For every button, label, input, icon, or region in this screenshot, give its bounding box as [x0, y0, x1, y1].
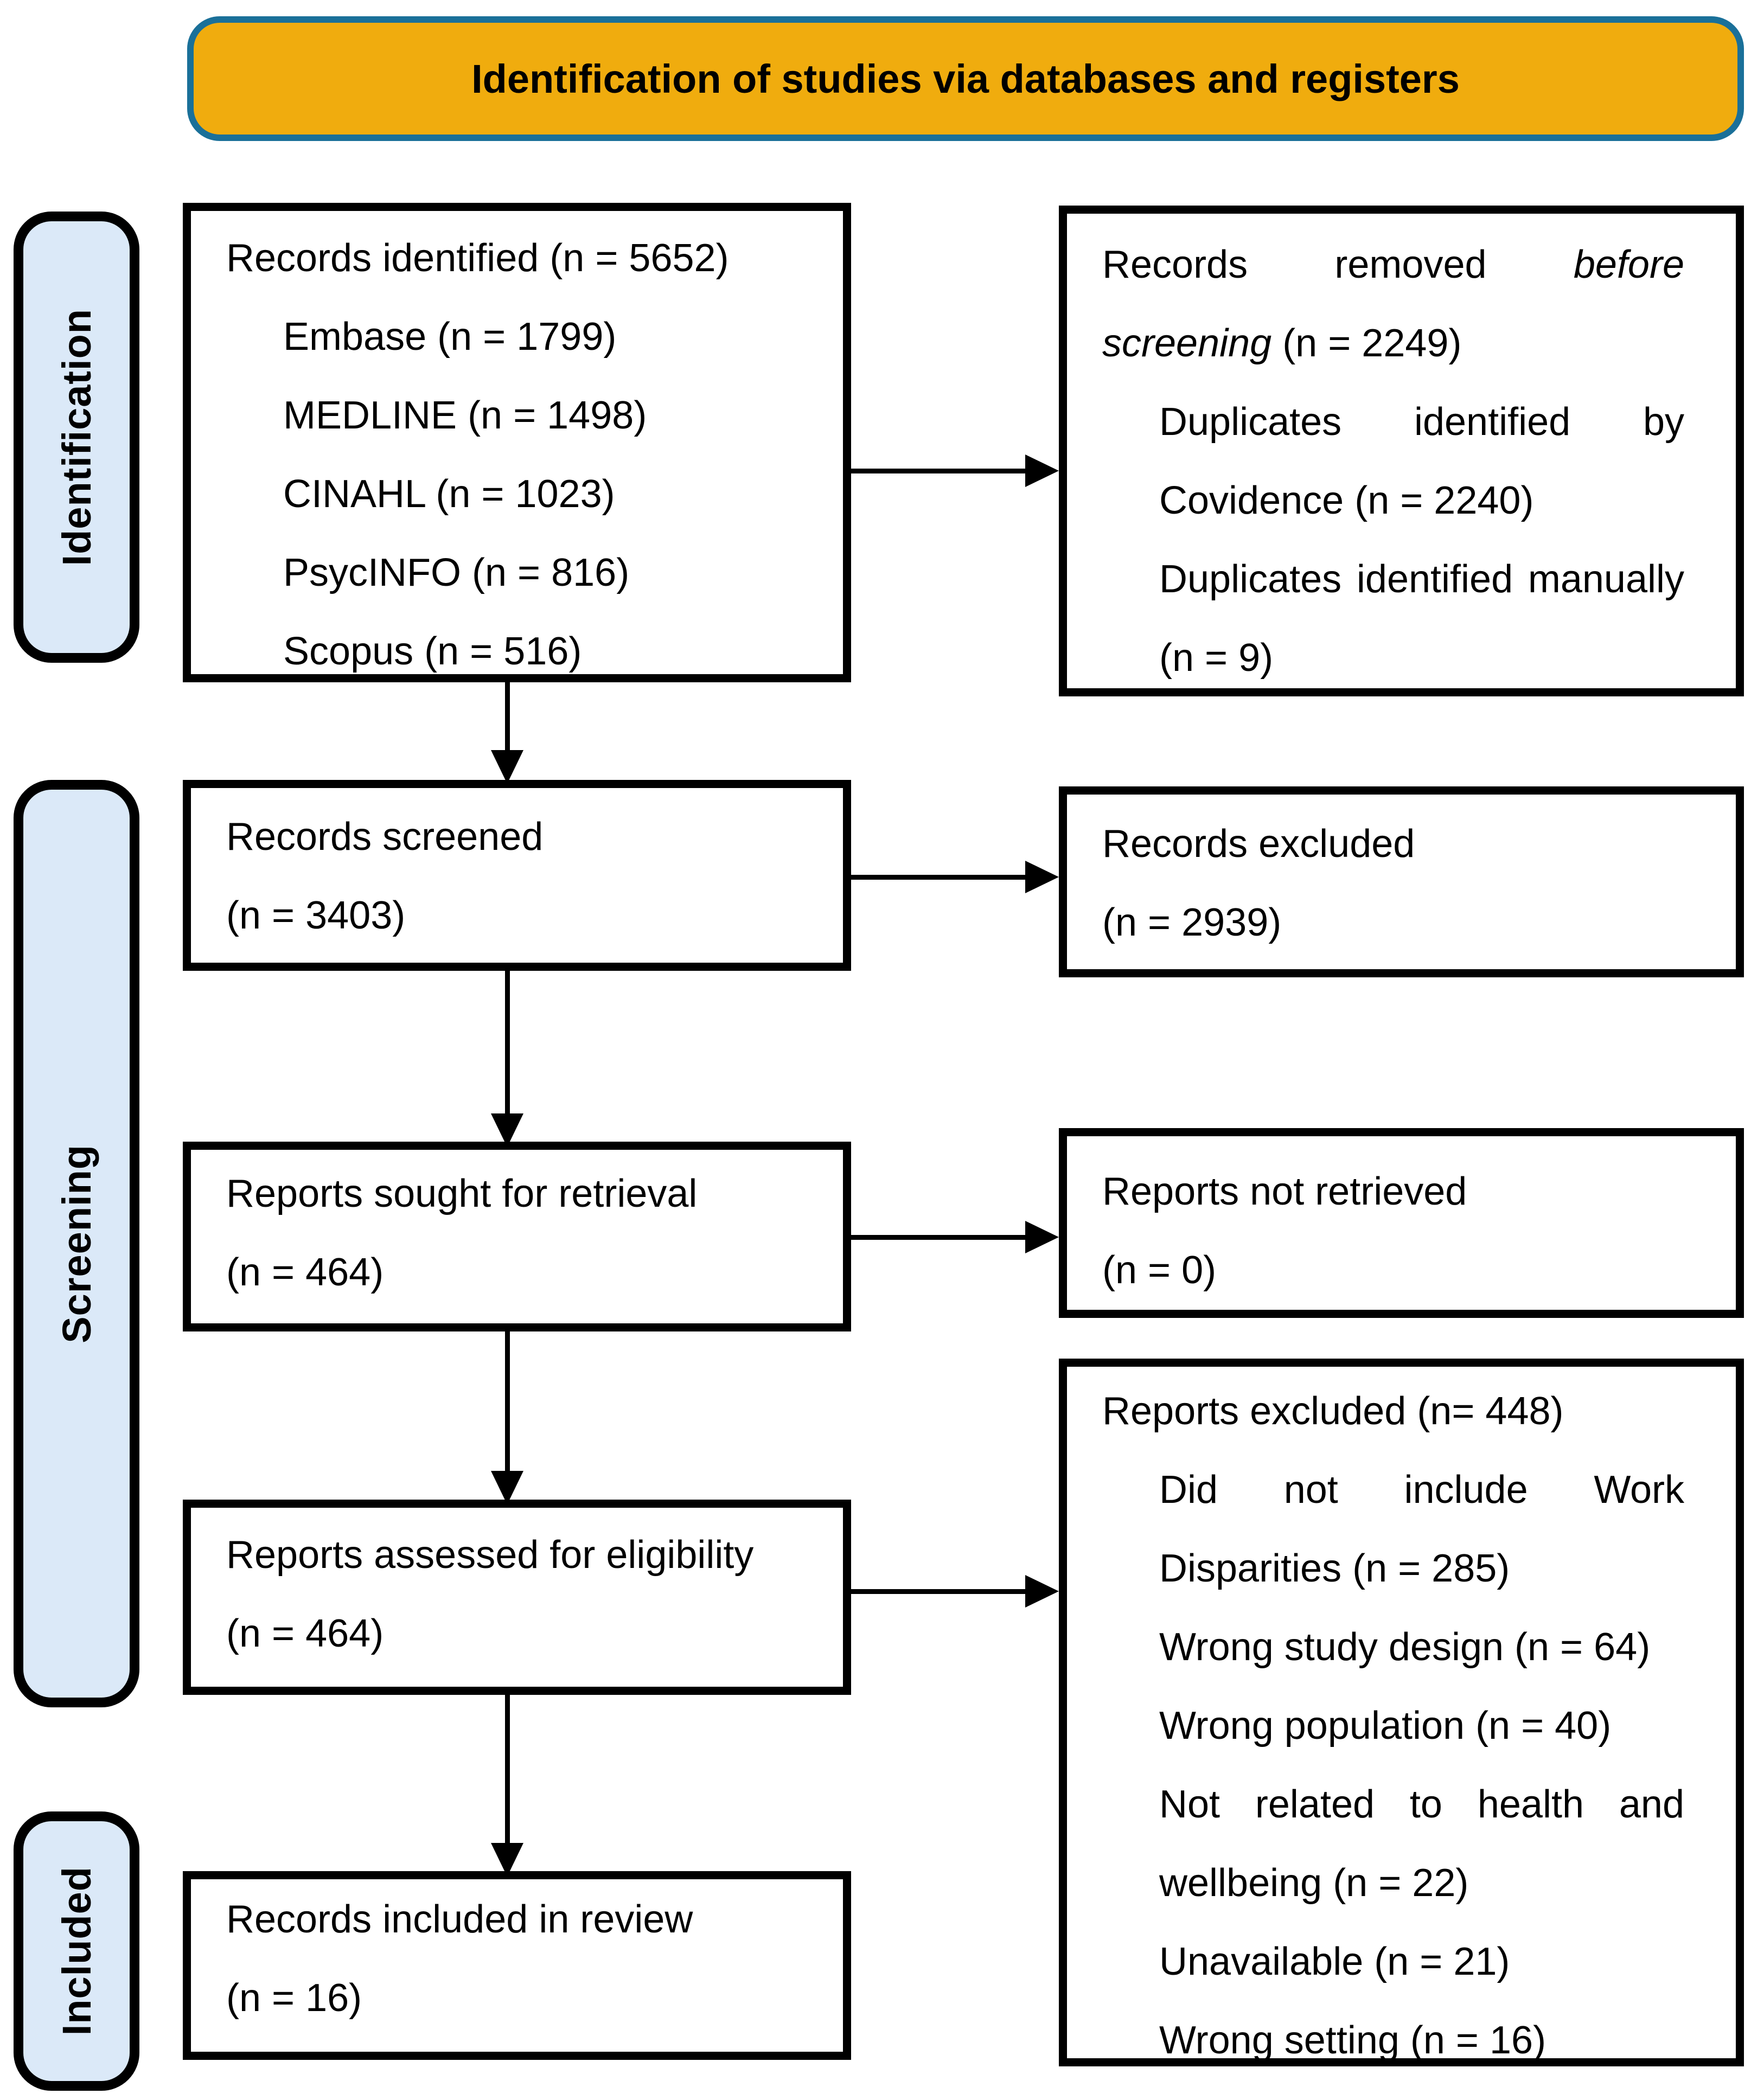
source-cinahl: CINAHL (n = 1023): [283, 472, 615, 516]
exclusion-reason-setting: Wrong setting (n = 16): [1159, 2019, 1546, 2062]
records-removed-title: Records removed before screening (n = 22…: [1102, 226, 1684, 383]
box-records-screened: Records screened (n = 3403): [183, 780, 851, 971]
box-reports-sought: Reports sought for retrieval (n = 464): [183, 1142, 851, 1331]
arrow-sought-to-not-retrieved-head-icon: [1025, 1221, 1059, 1253]
header-title: Identification of studies via databases …: [471, 56, 1460, 101]
box-records-excluded: Records excluded (n = 2939): [1059, 786, 1744, 977]
removed-reason-covidence: Duplicates identified by Covidence (n = …: [1159, 400, 1684, 522]
exclusion-reason-health-wellbeing: Not related to health and wellbeing (n =…: [1159, 1783, 1684, 1905]
box-reports-excluded: Reports excluded (n= 448) Did not includ…: [1059, 1359, 1744, 2066]
exclusion-reason-study-design: Wrong study design (n = 64): [1159, 1625, 1651, 1669]
reports-sought-title: Reports sought for retrieval: [226, 1172, 698, 1215]
arrow-identified-to-removed-line: [851, 469, 1028, 473]
source-embase: Embase (n = 1799): [283, 315, 617, 358]
stage-label-included-text: Included: [54, 1866, 99, 2036]
arrow-sought-to-assessed-line: [505, 1327, 510, 1476]
arrow-screened-to-excluded-line: [851, 875, 1028, 880]
source-psycinfo: PsycINFO (n = 816): [283, 551, 630, 594]
records-removed-emphasis: before screening: [1102, 243, 1684, 365]
reports-assessed-title: Reports assessed for eligibility: [226, 1533, 754, 1577]
box-records-identified: Records identified (n = 5652) Embase (n …: [183, 203, 851, 682]
records-identified-title: Records identified (n = 5652): [226, 236, 729, 280]
reports-sought-count: (n = 464): [226, 1251, 384, 1294]
arrow-identified-to-removed-head-icon: [1025, 454, 1059, 487]
records-excluded-count: (n = 2939): [1102, 901, 1282, 944]
box-records-removed-before-screening: Records removed before screening (n = 22…: [1059, 206, 1744, 696]
records-removed-count: (n = 2249): [1282, 322, 1462, 365]
arrow-sought-to-not-retrieved-line: [851, 1235, 1028, 1240]
stage-label-screening-text: Screening: [54, 1144, 99, 1343]
stage-label-identification: Identification: [14, 212, 139, 663]
records-included-count: (n = 16): [226, 1976, 362, 2020]
exclusion-reason-population: Wrong population (n = 40): [1159, 1704, 1612, 1747]
stage-label-included: Included: [14, 1811, 139, 2091]
source-medline: MEDLINE (n = 1498): [283, 394, 647, 437]
reports-excluded-title: Reports excluded (n= 448): [1102, 1390, 1564, 1433]
arrow-identified-to-screened-head-icon: [491, 750, 523, 784]
arrow-sought-to-assessed-head-icon: [491, 1471, 523, 1504]
box-reports-assessed: Reports assessed for eligibility (n = 46…: [183, 1500, 851, 1695]
records-screened-count: (n = 3403): [226, 894, 406, 937]
arrow-identified-to-screened-line: [505, 679, 510, 755]
exclusion-reason-unavailable: Unavailable (n = 21): [1159, 1940, 1510, 1983]
arrow-assessed-to-included-head-icon: [491, 1843, 523, 1877]
box-records-included: Records included in review (n = 16): [183, 1871, 851, 2060]
reports-assessed-count: (n = 464): [226, 1612, 384, 1655]
source-scopus: Scopus (n = 516): [283, 630, 582, 673]
records-excluded-title: Records excluded: [1102, 822, 1415, 866]
arrow-screened-to-sought-head-icon: [491, 1113, 523, 1147]
arrow-screened-to-sought-line: [505, 966, 510, 1118]
arrow-assessed-to-included-line: [505, 1691, 510, 1848]
records-included-title: Records included in review: [226, 1898, 693, 1941]
records-screened-title: Records screened: [226, 815, 544, 859]
removed-reason-manual: Duplicates identified manually (n = 9): [1159, 558, 1684, 680]
exclusion-reason-work-disparities: Did not include Work Disparities (n = 28…: [1159, 1468, 1684, 1590]
arrow-screened-to-excluded-head-icon: [1025, 861, 1059, 893]
arrow-assessed-to-excluded-line: [851, 1589, 1028, 1594]
header-banner: Identification of studies via databases …: [187, 16, 1744, 141]
reports-not-retrieved-count: (n = 0): [1102, 1249, 1217, 1292]
records-removed-prefix: Records removed: [1102, 243, 1487, 286]
arrow-assessed-to-excluded-head-icon: [1025, 1575, 1059, 1608]
reports-not-retrieved-title: Reports not retrieved: [1102, 1170, 1467, 1213]
stage-label-screening: Screening: [14, 780, 139, 1707]
stage-label-identification-text: Identification: [54, 308, 99, 566]
box-reports-not-retrieved: Reports not retrieved (n = 0): [1059, 1128, 1744, 1318]
